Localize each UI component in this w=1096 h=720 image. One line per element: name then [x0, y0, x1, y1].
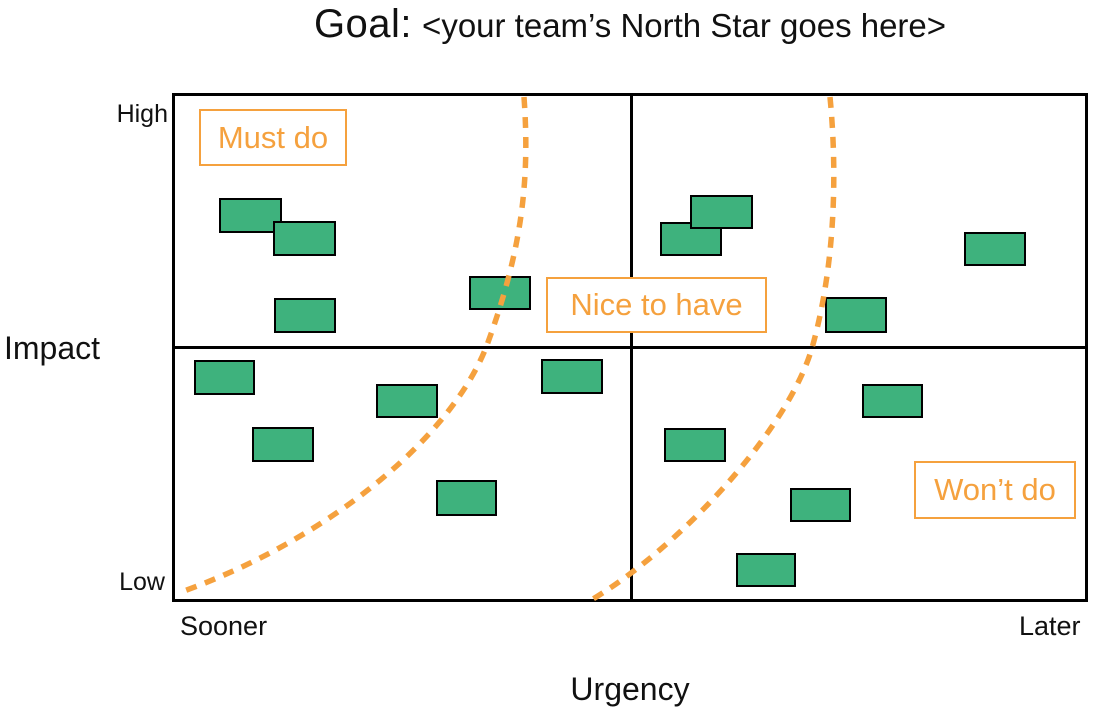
- goal-placeholder: <your team’s North Star goes here>: [422, 7, 947, 44]
- x-axis-sooner-label: Sooner: [180, 611, 268, 641]
- sticky-note[interactable]: [274, 298, 336, 333]
- quadrant-label-nice-to-have: Nice to have: [546, 277, 767, 333]
- sticky-note[interactable]: [436, 480, 497, 516]
- sticky-note[interactable]: [252, 427, 314, 462]
- quadrant-label-must-do: Must do: [199, 109, 347, 166]
- sticky-note[interactable]: [469, 276, 531, 310]
- sticky-note[interactable]: [690, 195, 753, 229]
- sticky-note[interactable]: [273, 221, 336, 256]
- page-title: Goal:<your team’s North Star goes here>: [172, 2, 1088, 47]
- sticky-note[interactable]: [790, 488, 851, 522]
- sticky-note[interactable]: [964, 232, 1026, 266]
- y-axis-title: Impact: [4, 330, 101, 366]
- sticky-note[interactable]: [736, 553, 796, 587]
- quadrant-label-wont-do: Won’t do: [914, 461, 1076, 519]
- sticky-note[interactable]: [376, 384, 438, 418]
- sticky-note[interactable]: [862, 384, 923, 418]
- sticky-note[interactable]: [541, 359, 603, 394]
- sticky-note[interactable]: [825, 297, 887, 333]
- goal-label: Goal:: [313, 2, 413, 46]
- x-axis-title: Urgency: [570, 671, 690, 707]
- sticky-note[interactable]: [194, 360, 255, 395]
- y-axis-low-label: Low: [119, 568, 165, 596]
- x-axis-later-label: Later: [1019, 611, 1081, 641]
- y-axis-high-label: High: [116, 100, 168, 128]
- vertical-divider: [630, 96, 633, 599]
- sticky-note[interactable]: [664, 428, 726, 462]
